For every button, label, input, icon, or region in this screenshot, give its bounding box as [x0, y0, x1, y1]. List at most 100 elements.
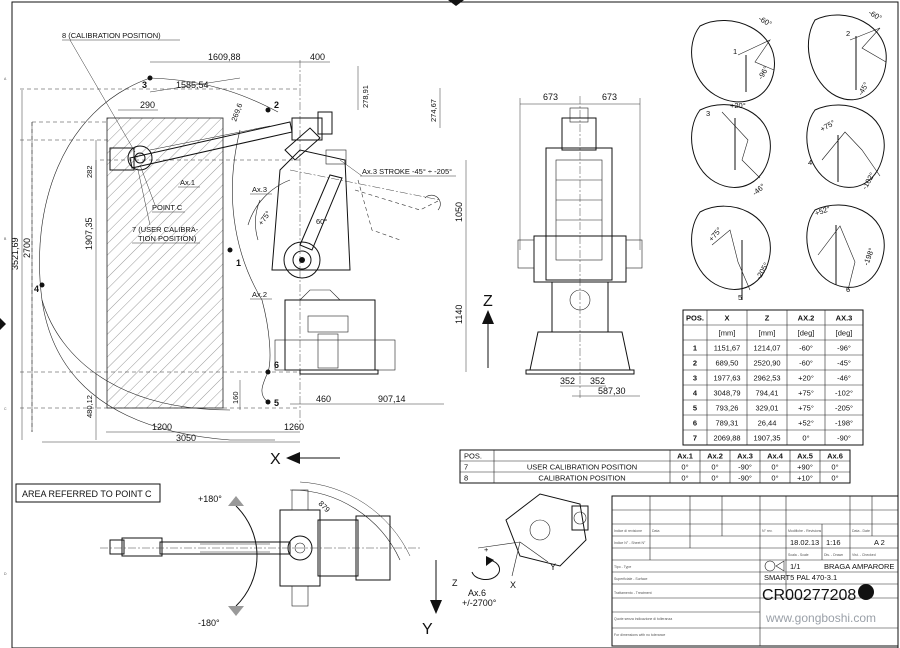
svg-text:Indice di revisione: Indice di revisione	[614, 529, 642, 533]
angle-view-4: +75° -102° 4	[806, 104, 885, 191]
dim-3521: 3521,69	[10, 237, 20, 270]
point-3: 3	[142, 80, 147, 90]
pos-table-cell: -205°	[835, 404, 853, 413]
pos-table-cell: +75°	[798, 404, 814, 413]
svg-text:+20°: +20°	[730, 101, 746, 110]
dim-282: 282	[85, 165, 94, 178]
svg-text:4: 4	[808, 158, 812, 167]
pos-table-cell: 0°	[802, 434, 809, 443]
point-4: 4	[34, 284, 39, 294]
svg-text:+52°: +52°	[814, 204, 832, 218]
pos-table-cell: 789,31	[716, 419, 739, 428]
user-calib-label-2: TION POSITION)	[138, 234, 197, 243]
pos-table-cell: 2	[693, 359, 697, 368]
pos-table-cell: [mm]	[719, 329, 736, 338]
calib-table-cell: 0°	[771, 463, 778, 472]
pos-table-cell: -102°	[835, 389, 853, 398]
svg-text:B: B	[4, 237, 7, 241]
pos-table-cell: -90°	[837, 434, 851, 443]
tb-sheet: 1/1	[790, 562, 800, 571]
svg-text:-96°: -96°	[756, 65, 771, 81]
calib-table-cell: Ax.6	[827, 452, 843, 461]
dim-274: 274,67	[429, 99, 438, 122]
user-calib-label-1: 7 (USER CALIBRA-	[132, 225, 199, 234]
calib-table-cell: POS.	[464, 452, 482, 461]
pos-table-cell: 5	[693, 404, 697, 413]
calib-table-cell: Ax.2	[707, 452, 723, 461]
svg-text:Scala - Scale: Scala - Scale	[788, 553, 809, 557]
calib-table-cell: 0°	[681, 463, 688, 472]
pos-table-cell: -198°	[835, 419, 853, 428]
front-view: 673 673 352 352 587,30	[517, 92, 643, 400]
svg-text:2: 2	[846, 29, 850, 38]
calib-table-cell: USER CALIBRATION POSITION	[527, 463, 637, 472]
top-view: X Y AREA REFERRED TO POINT C +180° -180°…	[15, 451, 442, 638]
pos-table-cell: X	[724, 314, 729, 323]
tb-date: 18.02.13	[790, 538, 819, 547]
svg-text:5: 5	[738, 293, 742, 302]
z-axis-label: Z	[483, 293, 493, 310]
pos-table-cell: 3048,79	[713, 389, 740, 398]
pos-table-cell: 1907,35	[753, 434, 780, 443]
dim-400: 400	[310, 52, 325, 62]
svg-text:Indice N° - Sheet N°: Indice N° - Sheet N°	[614, 541, 646, 545]
dim-60deg: 60°	[316, 217, 327, 226]
angle-view-6: +52° -198° 6	[806, 204, 885, 294]
dim-1907: 1907,35	[84, 217, 94, 250]
pos-table-cell: -45°	[837, 359, 851, 368]
dim-460: 460	[316, 394, 331, 404]
calib-table-cell: 8	[464, 474, 468, 483]
robot-arm-side	[109, 111, 441, 375]
pos-table-cell: +75°	[798, 389, 814, 398]
area-point-c-box	[15, 483, 161, 503]
hatched-area	[106, 117, 224, 409]
pos-table-cell: AX.3	[836, 314, 853, 323]
pos-table-cell: 7	[693, 434, 697, 443]
dim-160: 160	[231, 391, 240, 404]
dim-1585: 1585,54	[176, 80, 209, 90]
angle-views: -60° -96° 1 -60° -45° 2 +20° -46° 3 +7	[691, 8, 887, 302]
svg-text:3: 3	[706, 109, 710, 118]
pos-table-cell: -96°	[837, 344, 851, 353]
calib-table-cell: +10°	[797, 474, 813, 483]
calib-table-cell: -90°	[738, 474, 752, 483]
area-point-c-label: AREA REFERRED TO POINT C	[22, 489, 152, 499]
dim-879: 879	[317, 499, 332, 514]
wrist-detail: Z X Y + Ax.6 +/-2700°	[452, 493, 589, 608]
pos-table-cell: 2520,90	[753, 359, 780, 368]
ax3-stroke-label: Ax.3 STROKE -45° ÷ -205°	[362, 167, 452, 176]
svg-text:+75°: +75°	[707, 225, 724, 243]
calib-table-cell: 0°	[711, 463, 718, 472]
y-axis-label: Y	[422, 621, 433, 638]
dim-907: 907,14	[378, 394, 406, 404]
svg-text:1: 1	[733, 47, 737, 56]
svg-text:-198°: -198°	[861, 247, 876, 267]
dim-480: 480,12	[85, 395, 94, 418]
calib-table-cell: 0°	[711, 474, 718, 483]
point-1: 1	[236, 258, 241, 268]
pos-table-cell: [mm]	[759, 329, 776, 338]
svg-text:Modifiche - Revisions: Modifiche - Revisions	[788, 529, 822, 533]
pos-table-cell: 2962,53	[753, 374, 780, 383]
dim-1200: 1200	[152, 422, 172, 432]
svg-text:Dis. - Drawn: Dis. - Drawn	[824, 553, 843, 557]
ax3-label: Ax.3	[252, 185, 267, 194]
svg-text:Vist. - Checked: Vist. - Checked	[852, 553, 876, 557]
pos-table-cell: 2069,88	[713, 434, 740, 443]
calib-table-cell: Ax.5	[797, 452, 813, 461]
pos-table-cell: [deg]	[836, 329, 853, 338]
svg-text:+75°: +75°	[819, 118, 837, 134]
calib-table-cell: 7	[464, 463, 468, 472]
pos-table-cell: 3	[693, 374, 697, 383]
pos-table-cell: 6	[693, 419, 697, 428]
pos-table-cell: -60°	[799, 344, 813, 353]
ax6-range-label: +/-2700°	[462, 598, 497, 608]
dim-1050: 1050	[454, 202, 464, 222]
dim-673-left: 673	[543, 92, 558, 102]
dim-352-left: 352	[560, 376, 575, 386]
svg-text:-46°: -46°	[751, 182, 767, 198]
tb-drawing-title: SMART5 PAL 470-3.1	[764, 573, 837, 582]
ax6-name-label: Ax.6	[468, 588, 486, 598]
